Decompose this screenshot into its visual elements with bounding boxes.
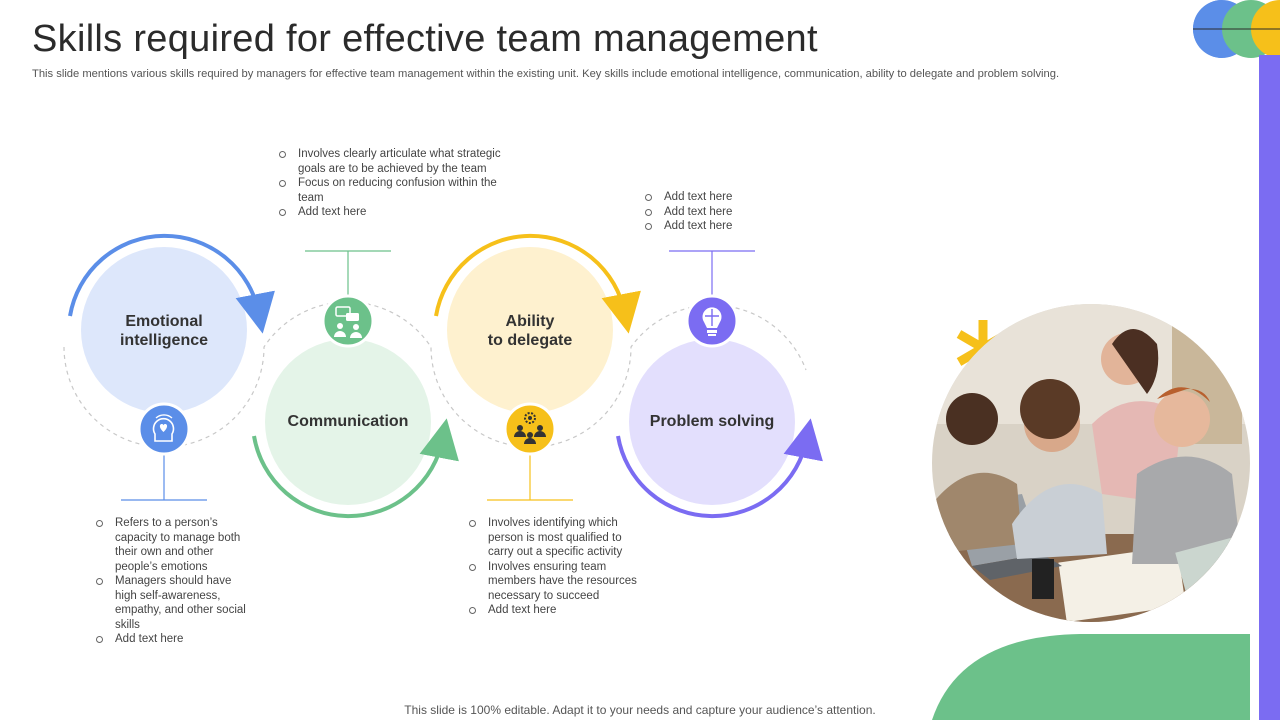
bullets-emotional-intelligence: Refers to a person’s capacity to manage … (96, 516, 256, 647)
page-title: Skills required for effective team manag… (32, 18, 818, 60)
label-line: Ability (505, 313, 555, 330)
bullet-item: Involves ensuring team members have the … (469, 560, 637, 604)
team-delegate-icon (503, 402, 557, 456)
bullets-communication: Involves clearly articulate what strateg… (279, 147, 501, 220)
arc-green (252, 418, 459, 519)
bullet-item: Add text here (96, 632, 256, 647)
label-communication: Communication (268, 412, 428, 431)
bullet-item: Involves identifying which person is mos… (469, 516, 637, 560)
bullet-item: Involves clearly articulate what strateg… (279, 147, 501, 176)
arc-blue (68, 233, 275, 334)
arc-yellow (434, 233, 641, 334)
connector-lines (121, 250, 755, 501)
label-emotional-intelligence: Emotional intelligence (94, 312, 234, 350)
head-heart-icon (137, 402, 191, 456)
chat-people-icon (321, 294, 375, 348)
right-accent-bar (1259, 55, 1280, 720)
circle-communication (265, 339, 431, 505)
bullets-ability-to-delegate: Involves identifying which person is mos… (469, 516, 637, 618)
bullet-item: Managers should have high self-awareness… (96, 574, 256, 632)
footer-note: This slide is 100% editable. Adapt it to… (404, 703, 876, 717)
bullet-item: Add text here (645, 219, 795, 234)
team-meeting-photo (932, 304, 1250, 622)
bullet-item: Add text here (279, 205, 501, 220)
bullet-item: Add text here (469, 603, 637, 618)
label-ability-to-delegate: Ability to delegate (460, 312, 600, 350)
label-line: to delegate (487, 332, 573, 349)
bullets-problem-solving: Add text here Add text here Add text her… (645, 190, 795, 234)
page-subtitle: This slide mentions various skills requi… (32, 68, 1060, 80)
bulb-puzzle-icon (685, 294, 739, 348)
green-wave-decor (932, 634, 1250, 720)
label-line: Communication (287, 413, 409, 430)
corner-circles-decor (1193, 0, 1280, 58)
label-line: intelligence (119, 332, 209, 349)
circle-emotional-intelligence (81, 247, 247, 413)
bullet-item: Focus on reducing confusion within the t… (279, 176, 501, 205)
arc-purple (616, 418, 823, 519)
bullet-item: Refers to a person’s capacity to manage … (96, 516, 256, 574)
circle-ability-to-delegate (447, 247, 613, 413)
bullet-item: Add text here (645, 205, 795, 220)
circle-problem-solving (629, 339, 795, 505)
label-line: Emotional (125, 313, 203, 330)
label-problem-solving: Problem solving (632, 412, 792, 431)
label-line: Problem solving (649, 413, 775, 430)
bullet-item: Add text here (645, 190, 795, 205)
